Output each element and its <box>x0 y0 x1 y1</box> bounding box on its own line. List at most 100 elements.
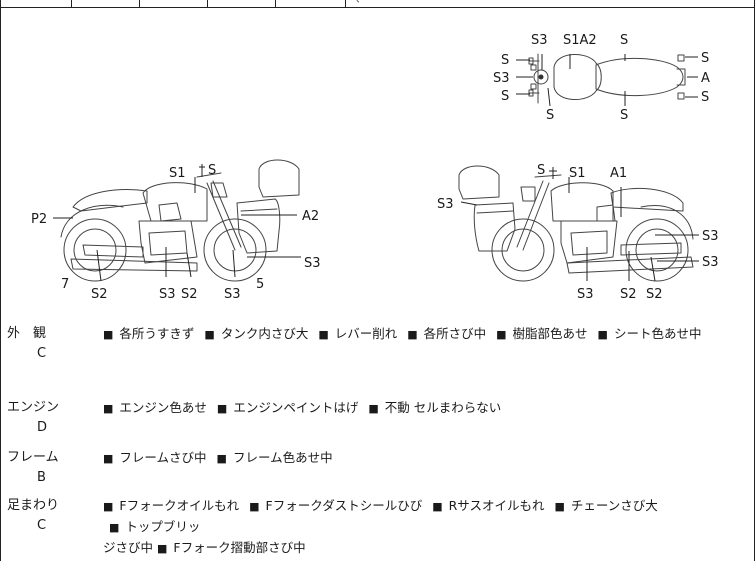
left-view-fairing <box>236 198 281 254</box>
top-label-s3: S3 <box>531 33 548 48</box>
condition-item: 樹脂部色あせ <box>496 326 587 341</box>
condition-item: 各所うすきず <box>103 326 194 341</box>
right-view-motorcycle <box>458 165 694 282</box>
left-view-rear-wheel <box>63 218 127 282</box>
right-view-seat <box>610 187 684 212</box>
row-items: 各所うすきず タンク内さび大 レバー削れ 各所さび中 樹脂部色あせ シート色あせ… <box>103 324 746 345</box>
right-view-engine <box>560 220 618 264</box>
condition-row-engine: エンジン D エンジン色あせ エンジンペイントはげ 不動 セルまわらない <box>0 393 755 444</box>
row-items: フレームさび中 フレーム色あせ中 <box>103 448 746 469</box>
condition-item: 各所さび中 <box>407 326 486 341</box>
condition-item: シート色あせ中 <box>598 326 702 341</box>
right-label-s3-bottom: S3 <box>577 287 594 302</box>
left-label-p2: P2 <box>31 212 47 227</box>
condition-item: 不動 セルまわらない <box>368 400 501 415</box>
left-label-s2-a: S2 <box>91 287 108 302</box>
right-view-top-case <box>458 165 500 200</box>
left-view-seat <box>72 189 148 212</box>
condition-item: タンク内さび大 <box>204 326 308 341</box>
top-view-front-right-signal <box>530 83 537 90</box>
top-view-front-left-signal <box>530 64 537 71</box>
condition-row-frame: フレーム B フレームさび中 フレーム色あせ中 <box>0 443 755 492</box>
row-name: フレーム B <box>7 448 77 488</box>
left-view-engine <box>138 220 198 264</box>
right-view-exhaust <box>566 256 694 274</box>
top-view-left-mirror <box>528 57 540 65</box>
top-view-leaders <box>516 54 698 107</box>
row-name: 足まわり C <box>7 496 77 536</box>
top-view-tank <box>553 54 602 100</box>
top-label-s3-left: S3 <box>493 71 510 86</box>
condition-item: エンジン色あせ <box>103 400 207 415</box>
left-view-leaders <box>53 164 301 282</box>
top-label-s-left-1: S <box>501 53 509 68</box>
right-label-s2-b: S2 <box>646 287 663 302</box>
top-row-fragment: 、 <box>356 0 366 5</box>
right-label-a1: A1 <box>610 166 627 181</box>
top-label-a-right: A <box>701 71 710 86</box>
top-label-s-top: S <box>620 33 628 48</box>
top-view-headlight-dot <box>538 74 544 80</box>
right-view-front-fork <box>516 180 550 251</box>
top-view-rear-fender <box>676 68 686 86</box>
condition-item: チェーンさび大 <box>555 498 658 513</box>
condition-row-exterior: 外 観 C 各所うすきず タンク内さび大 レバー削れ 各所さび中 樹脂部色あせ … <box>0 319 755 394</box>
row-items: Fフォークオイルもれ Fフォークダストシールひび Rサスオイルもれ チェーンさび… <box>103 496 746 559</box>
left-label-s2-b: S2 <box>181 287 198 302</box>
top-view-rear-left-signal <box>677 54 685 62</box>
top-view-seat <box>595 58 684 96</box>
left-label-7: 7 <box>61 277 69 292</box>
left-label-a2: A2 <box>302 209 319 224</box>
top-label-s1a2: S1A2 <box>563 33 597 48</box>
left-label-s1: S1 <box>169 166 186 181</box>
row-title: フレーム <box>7 450 59 465</box>
row-items: エンジン色あせ エンジンペイントはげ 不動 セルまわらない <box>103 398 746 419</box>
top-view-motorcycle <box>528 53 686 104</box>
left-view-front-fork <box>206 180 242 251</box>
row-title: エンジン <box>7 400 60 415</box>
right-view-side-cover <box>596 204 616 222</box>
condition-item: フレーム色あせ中 <box>217 450 333 465</box>
condition-item: Fフォークオイルもれ <box>103 498 239 513</box>
right-view-tank <box>550 182 614 222</box>
condition-item: トップブリッ <box>109 519 200 534</box>
left-view-tank <box>142 182 208 222</box>
left-label-s: S <box>208 163 216 178</box>
top-cell-divider <box>139 0 140 7</box>
condition-item: エンジンペイントはげ <box>217 400 358 415</box>
motorcycle-diagram-svg: S3 S1A2 S S S3 S S S S A S <box>31 33 719 302</box>
right-view-leaders <box>460 167 699 282</box>
top-view-rear-right-signal <box>677 92 685 100</box>
right-label-s3-left: S3 <box>437 197 454 212</box>
row-grade: B <box>37 470 46 485</box>
top-cell-divider <box>275 0 276 7</box>
left-label-5: 5 <box>256 277 264 292</box>
condition-item-continued: ジさび中 <box>103 540 154 555</box>
left-view-side-cover <box>158 202 182 222</box>
right-label-s1: S1 <box>569 166 586 181</box>
top-cell-divider <box>345 0 346 7</box>
row-title: 足まわり <box>7 498 60 513</box>
row-grade: D <box>37 420 48 435</box>
left-view-handlebar <box>196 172 222 178</box>
top-label-s-right-2: S <box>701 90 709 105</box>
right-view-rear-wheel <box>625 218 689 282</box>
right-label-s3-r1: S3 <box>702 229 719 244</box>
top-label-s-right-1: S <box>701 51 709 66</box>
top-label-s-left-2: S <box>501 89 509 104</box>
right-view-handlebar <box>534 174 562 178</box>
row-name: 外 観 C <box>7 324 77 364</box>
right-view-windscreen <box>520 186 536 202</box>
left-label-s3-c: S3 <box>304 256 321 271</box>
condition-row-suspension: 足まわり C Fフォークオイルもれ Fフォークダストシールひび Rサスオイルもれ… <box>0 491 755 561</box>
top-view-headlight <box>533 69 549 85</box>
row-title: 外 観 <box>7 326 47 341</box>
left-view-motorcycle <box>60 159 300 282</box>
damage-diagram: S3 S1A2 S S S3 S S S S A S <box>0 7 755 320</box>
top-cell-divider <box>207 0 208 7</box>
right-view-front-wheel <box>491 218 555 282</box>
condition-item: Fフォーク摺動部さび中 <box>157 540 306 555</box>
right-label-s: S <box>537 163 545 178</box>
top-label-s-bottom-1: S <box>546 108 554 123</box>
top-label-s-bottom-2: S <box>620 108 628 123</box>
